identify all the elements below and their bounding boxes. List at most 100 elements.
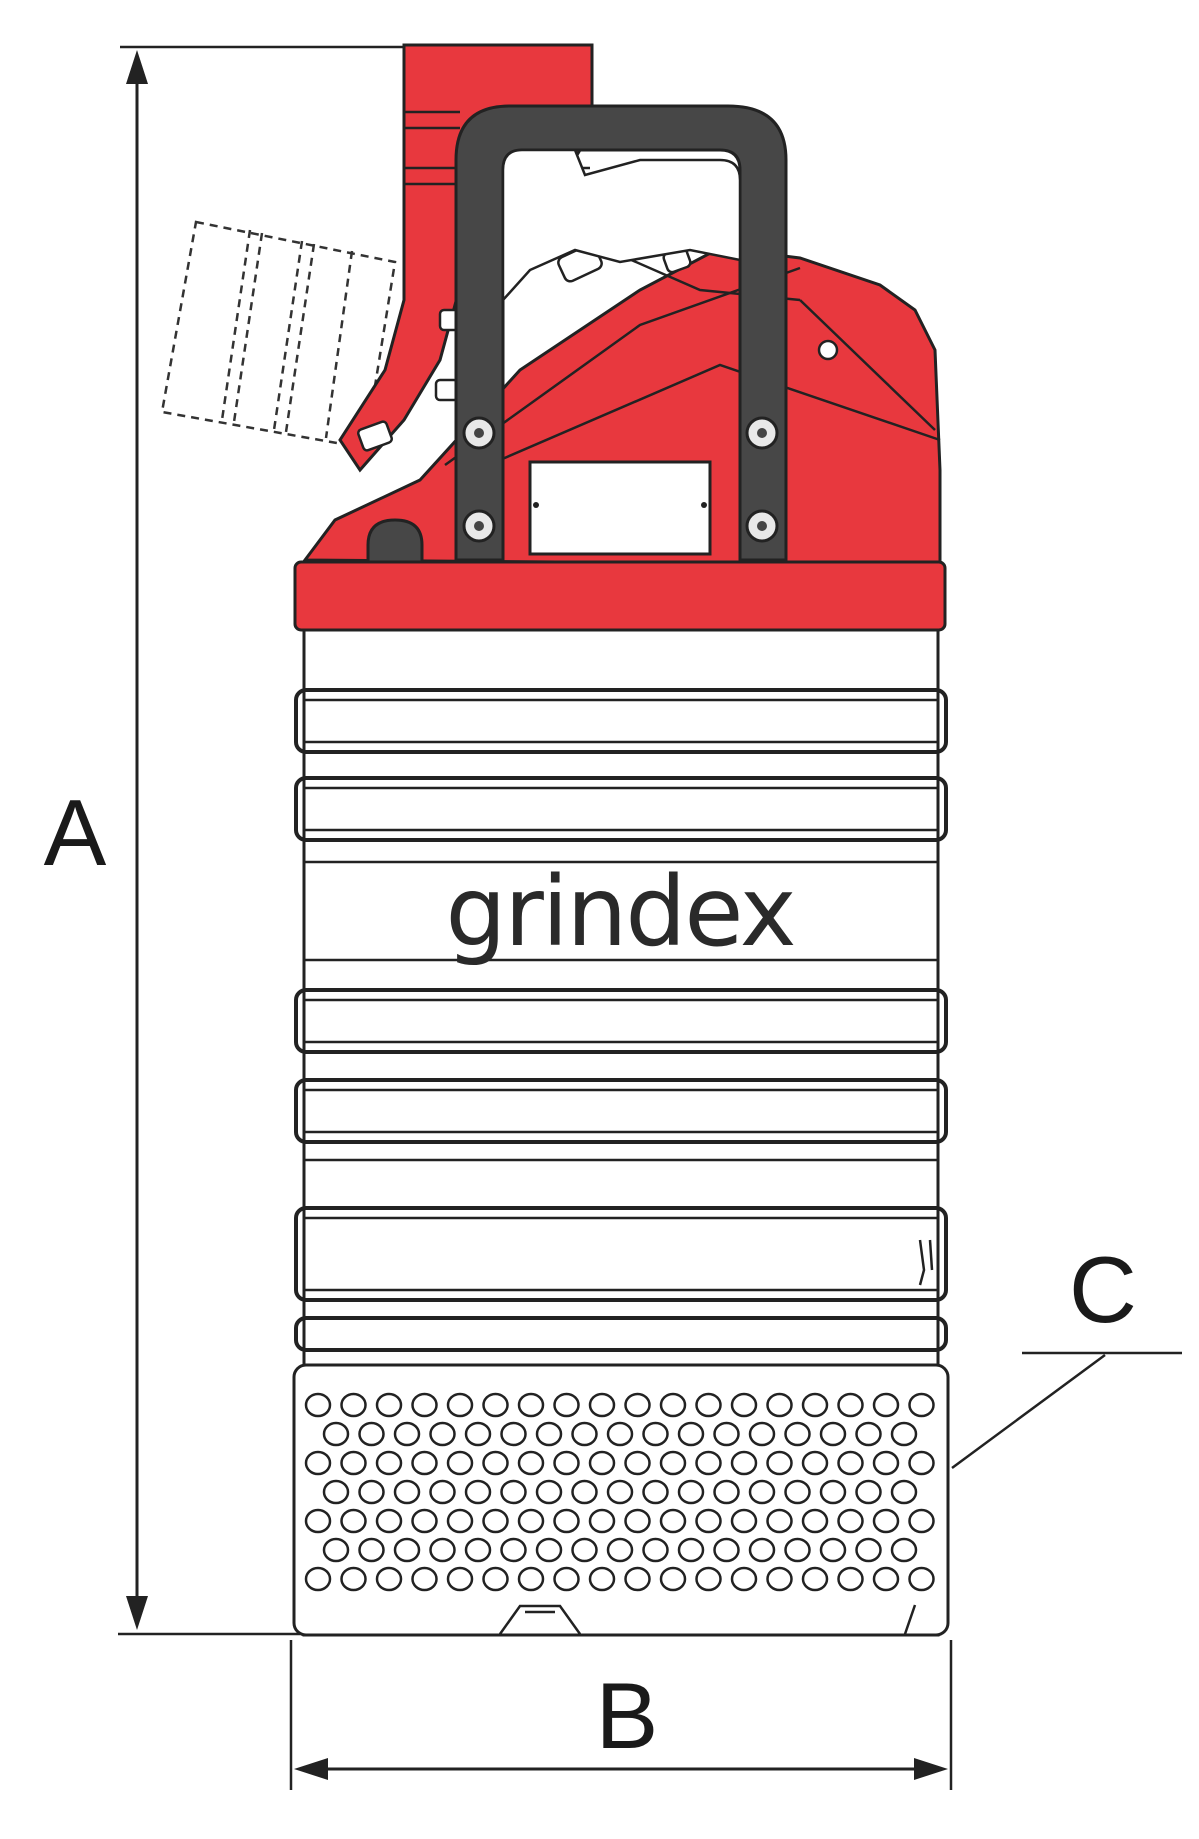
- strainer-hole: [837, 1566, 864, 1592]
- strainer-hole: [304, 1508, 332, 1534]
- strainer-hole: [748, 1421, 776, 1447]
- strainer-hole: [695, 1508, 722, 1534]
- strainer-hole: [801, 1566, 829, 1592]
- strainer-hole: [766, 1566, 793, 1592]
- strainer-hole: [304, 1450, 332, 1476]
- strainer-hole: [766, 1392, 793, 1418]
- strainer-hole: [730, 1508, 758, 1534]
- strainer-hole: [713, 1479, 740, 1505]
- strainer-hole: [606, 1479, 634, 1505]
- strainer-hole: [304, 1566, 332, 1592]
- strainer-hole: [801, 1392, 829, 1418]
- dimension-c: C: [951, 1237, 1182, 1470]
- strainer-hole: [890, 1421, 918, 1447]
- strainer-hole: [908, 1566, 935, 1592]
- strainer-hole: [500, 1479, 527, 1505]
- dimension-label-c: C: [1069, 1237, 1137, 1342]
- strainer-hole: [819, 1479, 847, 1505]
- strainer-hole: [571, 1421, 598, 1447]
- strainer-hole: [908, 1392, 935, 1418]
- strainer-hole: [340, 1508, 367, 1534]
- arrow-right-icon: [914, 1758, 948, 1780]
- strainer-hole: [695, 1392, 722, 1418]
- strainer-hole: [837, 1450, 864, 1476]
- strainer-hole: [322, 1479, 350, 1505]
- strainer-hole: [464, 1421, 492, 1447]
- strainer-hole: [411, 1508, 438, 1534]
- strainer-hole: [748, 1479, 776, 1505]
- dimension-b: B: [289, 1640, 953, 1790]
- strainer-hole: [553, 1392, 580, 1418]
- strainer-hole: [872, 1450, 900, 1476]
- strainer-hole: [340, 1392, 367, 1418]
- strainer-hole: [500, 1537, 527, 1563]
- strainer-hole: [659, 1392, 687, 1418]
- strainer-hole: [908, 1508, 935, 1534]
- strainer-hole: [642, 1479, 669, 1505]
- strainer-hole: [535, 1537, 563, 1563]
- strainer-hole: [855, 1421, 882, 1447]
- strainer-hole: [819, 1421, 847, 1447]
- strainer-hole: [517, 1508, 545, 1534]
- strainer-hole: [659, 1566, 687, 1592]
- strainer-hole: [535, 1421, 563, 1447]
- strainer-hole: [571, 1479, 598, 1505]
- strainer-hole: [411, 1450, 438, 1476]
- strainer-hole: [837, 1392, 864, 1418]
- strainer-hole: [837, 1508, 864, 1534]
- strainer-hole: [730, 1566, 758, 1592]
- strainer-hole: [446, 1566, 474, 1592]
- strainer-hole: [784, 1479, 811, 1505]
- strainer-hole: [588, 1392, 616, 1418]
- strainer-hole: [659, 1450, 687, 1476]
- strainer-hole: [624, 1392, 651, 1418]
- strainer-hole: [908, 1450, 935, 1476]
- strainer-hole: [677, 1537, 705, 1563]
- strainer-hole: [429, 1537, 456, 1563]
- strainer-hole: [606, 1421, 634, 1447]
- arrow-left-icon: [294, 1758, 328, 1780]
- discharge-hose-dashed: [160, 220, 397, 450]
- strainer-hole: [801, 1508, 829, 1534]
- strainer-hole: [553, 1450, 580, 1476]
- strainer-hole: [375, 1392, 403, 1418]
- strainer-hole: [624, 1508, 651, 1534]
- strainer-hole: [375, 1450, 403, 1476]
- strainer-hole: [713, 1421, 740, 1447]
- dimension-a: A: [44, 45, 520, 1636]
- dimension-label-a: A: [44, 780, 107, 885]
- arrow-down-icon: [126, 1596, 148, 1630]
- strainer-hole: [393, 1479, 421, 1505]
- strainer-hole: [713, 1537, 740, 1563]
- hex-bolt-icon: [462, 509, 496, 543]
- strainer-hole: [553, 1508, 580, 1534]
- strainer-hole: [553, 1566, 580, 1592]
- strainer-hole: [340, 1450, 367, 1476]
- strainer-hole: [784, 1421, 811, 1447]
- strainer-hole: [784, 1537, 811, 1563]
- strainer-hole: [358, 1537, 385, 1563]
- hex-bolt-icon: [462, 416, 496, 450]
- strainer-hole: [429, 1421, 456, 1447]
- strainer-hole: [500, 1421, 527, 1447]
- strainer-hole: [819, 1537, 847, 1563]
- strainer-hole: [517, 1566, 545, 1592]
- strainer-hole: [766, 1508, 793, 1534]
- strainer-hole: [446, 1392, 474, 1418]
- strainer-hole: [517, 1450, 545, 1476]
- brand-logo-text: grindex: [445, 856, 794, 968]
- strainer-hole: [393, 1421, 421, 1447]
- strainer-hole: [482, 1508, 509, 1534]
- strainer-hole: [748, 1537, 776, 1563]
- dimension-label-b: B: [596, 1663, 659, 1768]
- strainer-hole: [429, 1479, 456, 1505]
- strainer-hole: [571, 1537, 598, 1563]
- strainer-hole: [588, 1508, 616, 1534]
- top-flange: [293, 560, 947, 632]
- hex-bolt-icon: [745, 509, 779, 543]
- strainer-hole: [642, 1537, 669, 1563]
- strainer-hole: [801, 1450, 829, 1476]
- strainer-hole: [855, 1479, 882, 1505]
- strainer-hole: [358, 1479, 385, 1505]
